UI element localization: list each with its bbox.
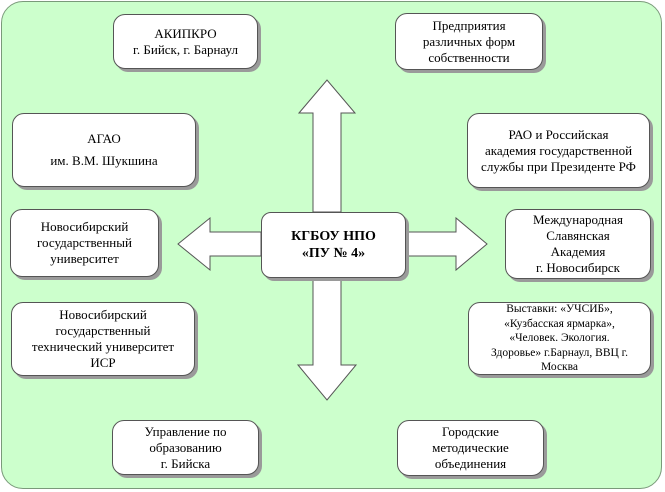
slavic-line-1: Международная [533, 212, 623, 227]
education-line-1: Управление по [144, 423, 227, 439]
exhibitions-line-2: «Кузбасская ярмарка», [504, 317, 615, 330]
box-slavic-academy: Международная Славянская Академия г. Нов… [505, 209, 651, 279]
exhibitions-line-5: Москва [540, 361, 579, 374]
center-line-1: КГБОУ НПО [291, 229, 376, 244]
nstu-line-4: ИСР [90, 355, 116, 370]
nstu-line-1: Новосибирский [59, 307, 147, 322]
box-enterprises: Предприятия различных форм собственности [395, 13, 543, 70]
nsu-line-1: Новосибирский [40, 219, 129, 234]
method-line-2: методические [432, 440, 509, 455]
box-methodical-unions: Городские методические объединения [397, 420, 544, 476]
method-line-3: объединения [434, 456, 507, 471]
enterprises-line-1: Предприятия [432, 17, 506, 33]
akipkro-line-1: АКИПКРО [154, 25, 217, 41]
nsu-line-3: университет [50, 251, 119, 266]
rao-line-2: академия государственной [484, 142, 633, 158]
method-line-1: Городские [442, 424, 499, 439]
akipkro-line-2: г. Бийск, г. Барнаул [133, 41, 238, 57]
enterprises-line-2: различных форм [422, 33, 516, 49]
exhibitions-line-4: Здоровье» г.Барнаул, ВВЦ г. [491, 346, 628, 359]
exhibitions-line-1: Выставки: «УЧСИБ», [506, 303, 613, 316]
center-line-2: «ПУ № 4» [301, 246, 366, 261]
education-line-3: г. Бийска [160, 455, 211, 471]
arrow-left [177, 216, 262, 272]
rao-line-3: службы при Президенте РФ [481, 158, 636, 174]
box-rao: РАО и Российская академия государственно… [467, 113, 650, 188]
box-education-department: Управление по образованию г. Бийска [112, 420, 259, 475]
box-nsu: Новосибирский государственный университе… [10, 209, 159, 277]
center-organization: КГБОУ НПО «ПУ № 4» [261, 212, 406, 278]
agao-line-1: АГАО [87, 131, 121, 146]
arrow-up [297, 79, 357, 213]
arrow-right [404, 216, 488, 272]
nstu-line-2: государственный [55, 323, 151, 338]
slavic-line-2: Славянская [546, 228, 610, 243]
arrow-down [296, 277, 358, 401]
box-agao: АГАО им. В.М. Шукшина [12, 113, 196, 187]
education-line-2: образованию [149, 439, 222, 455]
box-akipkro: АКИПКРО г. Бийск, г. Барнаул [113, 14, 258, 69]
nsu-line-2: государственный [37, 235, 132, 250]
rao-line-1: РАО и Российская [508, 126, 609, 142]
enterprises-line-3: собственности [428, 49, 510, 65]
exhibitions-line-3: «Человек. Экология. [509, 332, 610, 345]
slavic-line-4: г. Новосибирск [535, 260, 620, 275]
box-nstu: Новосибирский государственный технически… [11, 302, 195, 376]
slavic-line-3: Академия [550, 244, 606, 259]
nstu-line-3: технический университет [31, 339, 175, 354]
box-exhibitions: Выставки: «УЧСИБ», «Кузбасская ярмарка»,… [468, 302, 651, 375]
agao-line-2: им. В.М. Шукшина [50, 153, 158, 168]
